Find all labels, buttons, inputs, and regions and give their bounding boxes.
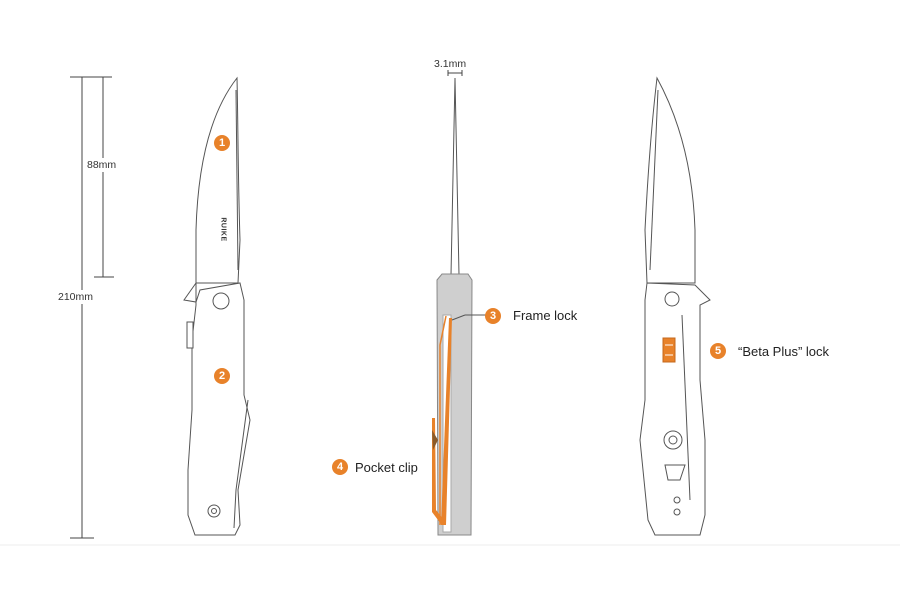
frame-lock-label: Frame lock [513,308,578,323]
brand-logo: RUIKE [219,217,227,242]
callout-badge-3: 3 [485,308,501,324]
overall-length-label: 210mm [58,290,94,304]
callout-badge-5: 5 [710,343,726,359]
pocket-clip-label: Pocket clip [355,460,418,475]
dimension-lines [70,70,463,539]
blade-length-label: 88mm [87,158,117,172]
knife-back-view [639,76,711,536]
callout-badge-4: 4 [332,459,348,475]
thickness-label: 3.1mm [434,58,467,70]
callout-badge-1: 1 [214,135,230,151]
knife-side-view [432,77,486,536]
knife-front-view [183,76,251,536]
beta-plus-lock-icon [662,337,676,363]
beta-plus-lock-label: “Beta Plus” lock [738,344,830,359]
callout-badge-2: 2 [214,368,230,384]
